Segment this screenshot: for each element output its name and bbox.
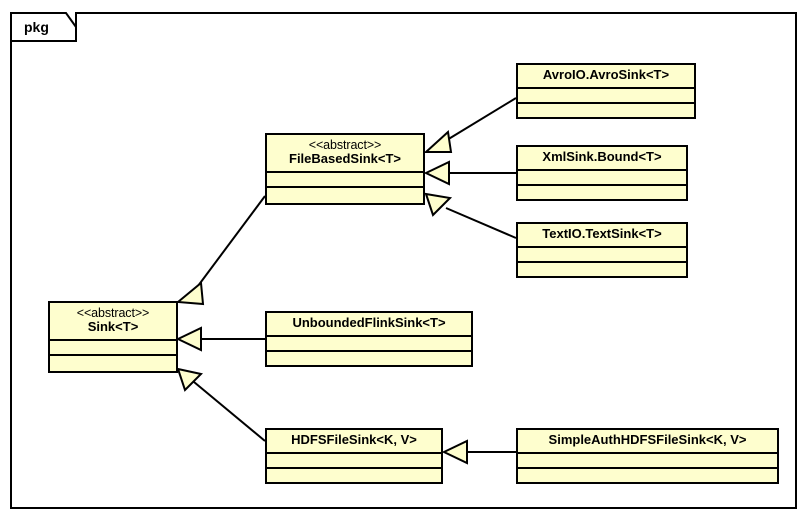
class-operations-compartment-xmlsink xyxy=(518,183,686,199)
class-box-xmlsink[interactable]: XmlSink.Bound<T> xyxy=(516,145,688,201)
class-name-avroio: AvroIO.AvroSink<T> xyxy=(542,67,670,82)
class-title-avroio: AvroIO.AvroSink<T> xyxy=(518,65,694,87)
generalization-arrow-unboundedflinksink xyxy=(175,326,202,352)
class-attributes-compartment-unboundedflinksink xyxy=(267,334,471,350)
class-operations-compartment-sink xyxy=(50,354,176,369)
generalization-arrow-simpleauth xyxy=(441,439,468,465)
class-name-textio: TextIO.TextSink<T> xyxy=(542,226,662,241)
class-operations-compartment-hdfsfilesink xyxy=(267,466,441,482)
edge-avroio-to-filebasedsink xyxy=(441,97,517,144)
class-title-textio: TextIO.TextSink<T> xyxy=(518,224,686,246)
edge-textio-to-filebasedsink xyxy=(445,207,517,239)
class-box-textio[interactable]: TextIO.TextSink<T> xyxy=(516,222,688,278)
class-name-unboundedflinksink: UnboundedFlinkSink<T> xyxy=(292,315,446,330)
class-name-simpleauthhdfsfilesink: SimpleAuthHDFSFileSink<K, V> xyxy=(548,432,747,447)
class-attributes-compartment-simpleauthhdfsfilesink xyxy=(518,451,777,467)
class-operations-compartment-textio xyxy=(518,260,686,276)
edge-filebasedsink-to-sink xyxy=(191,195,266,295)
class-stereotype-sink: <<abstract>> xyxy=(76,306,150,320)
class-title-unboundedflinksink: UnboundedFlinkSink<T> xyxy=(267,313,471,335)
class-name-filebasedsink: FileBasedSink<T> xyxy=(289,151,401,167)
class-box-simpleauthhdfsfilesink[interactable]: SimpleAuthHDFSFileSink<K, V> xyxy=(516,428,779,484)
class-name-sink: Sink<T> xyxy=(87,319,139,335)
class-box-filebasedsink[interactable]: <<abstract>> FileBasedSink<T> xyxy=(265,133,425,205)
package-frame-body xyxy=(10,12,797,509)
class-title-simpleauthhdfsfilesink: SimpleAuthHDFSFileSink<K, V> xyxy=(518,430,777,452)
class-title-xmlsink: XmlSink.Bound<T> xyxy=(518,147,686,169)
class-attributes-compartment-avroio xyxy=(518,86,694,102)
class-name-hdfsfilesink: HDFSFileSink<K, V> xyxy=(291,432,417,447)
class-attributes-compartment-hdfsfilesink xyxy=(267,451,441,467)
generalization-arrow-avroio xyxy=(423,130,453,153)
class-title-filebasedsink: <<abstract>> FileBasedSink<T> xyxy=(267,135,423,171)
package-label: pkg xyxy=(24,19,49,35)
class-operations-compartment-simpleauthhdfsfilesink xyxy=(518,466,777,482)
class-box-hdfsfilesink[interactable]: HDFSFileSink<K, V> xyxy=(265,428,443,484)
class-stereotype-filebasedsink: <<abstract>> xyxy=(308,138,382,152)
class-box-unboundedflinksink[interactable]: UnboundedFlinkSink<T> xyxy=(265,311,473,367)
generalization-arrow-hdfsfilesink xyxy=(176,367,204,392)
class-attributes-compartment-filebasedsink xyxy=(267,171,423,186)
class-operations-compartment-unboundedflinksink xyxy=(267,349,471,365)
class-name-xmlsink: XmlSink.Bound<T> xyxy=(542,149,662,164)
class-box-avroio[interactable]: AvroIO.AvroSink<T> xyxy=(516,63,696,119)
generalization-arrow-xmlsink xyxy=(423,160,450,186)
generalization-arrow-filebasedsink xyxy=(175,281,205,306)
edge-hdfsfilesink-to-sink xyxy=(193,381,266,442)
generalization-arrow-textio xyxy=(424,192,453,217)
class-operations-compartment-avroio xyxy=(518,101,694,117)
class-operations-compartment-filebasedsink xyxy=(267,186,423,201)
class-title-sink: <<abstract>> Sink<T> xyxy=(50,303,176,339)
class-title-hdfsfilesink: HDFSFileSink<K, V> xyxy=(267,430,441,452)
class-attributes-compartment-xmlsink xyxy=(518,168,686,184)
class-box-sink[interactable]: <<abstract>> Sink<T> xyxy=(48,301,178,373)
class-attributes-compartment-sink xyxy=(50,339,176,354)
class-attributes-compartment-textio xyxy=(518,245,686,261)
